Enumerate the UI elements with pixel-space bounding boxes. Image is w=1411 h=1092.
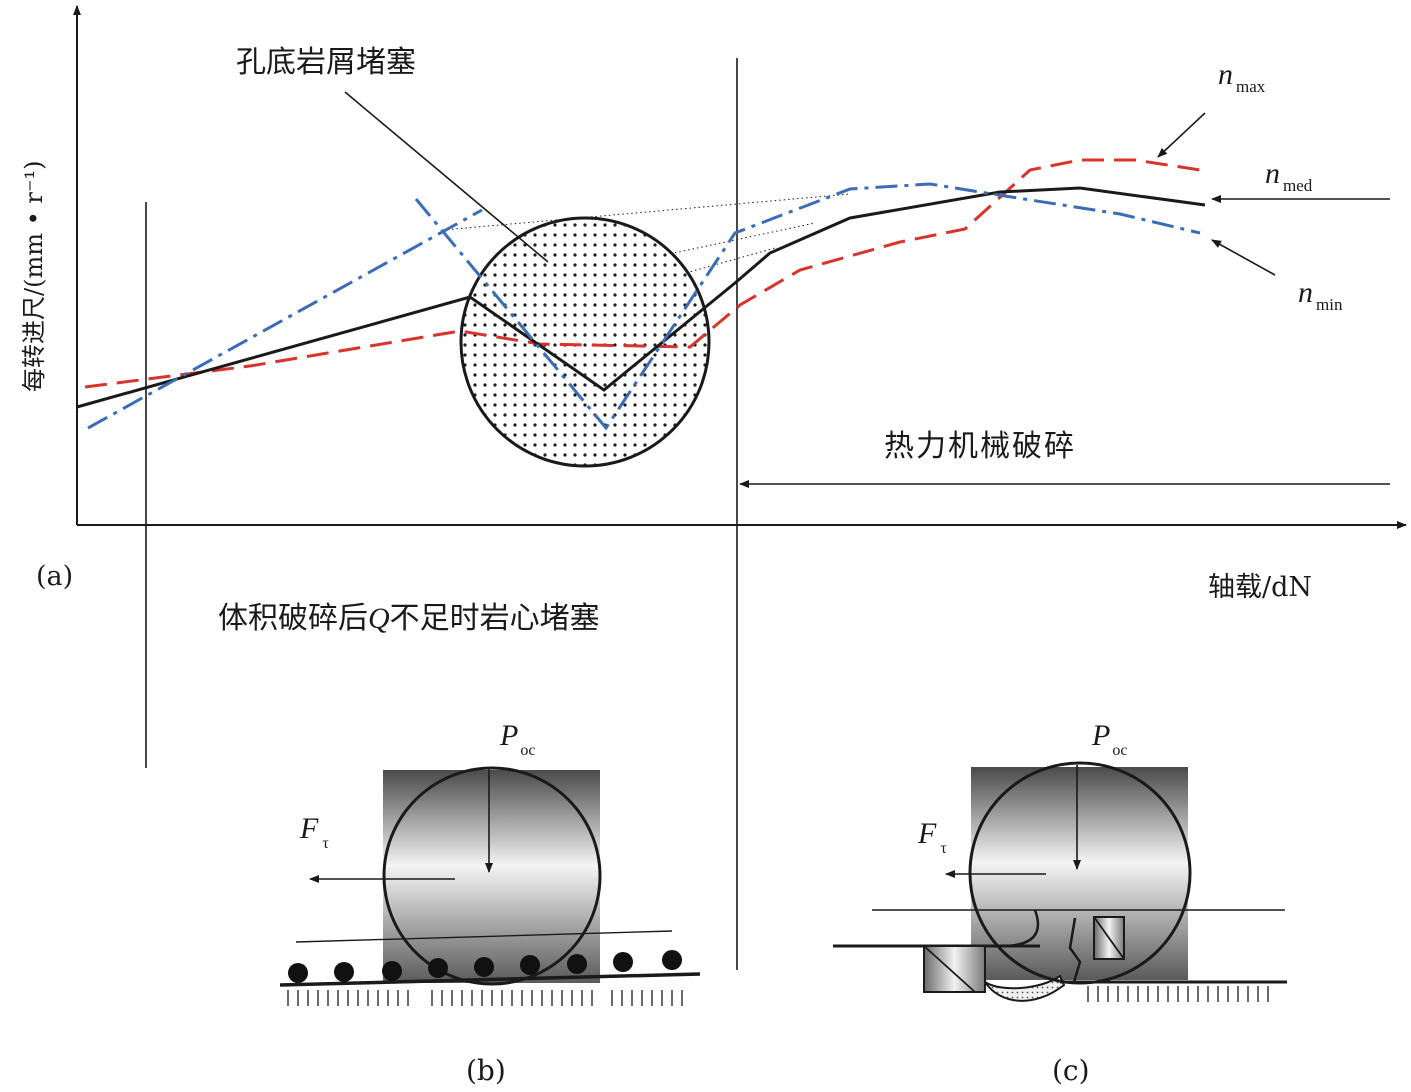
panel-b-label: (b) [466,1054,506,1087]
cut-line-b [295,930,673,943]
cuttings-leader-line [344,91,549,263]
curve-n-med [76,186,1206,409]
fracture-c [1068,917,1082,983]
cutter-block-b [383,770,600,983]
annotation-thermal: 热力机械破碎 [884,429,1076,464]
crack-c [1003,909,1040,948]
curve-n-max [84,158,1201,389]
annotation-volume-blockage: 体积破碎后Q不足时岩心堵塞 [218,601,600,636]
y-axis-label: 每转进尺/(mm • r⁻¹) [20,160,48,392]
roller-circle-b [382,766,602,986]
chip-diagonal-c [923,945,976,993]
panel-c-label: (c) [1052,1054,1090,1087]
chip-wedge-c [923,945,986,993]
rock-surface-b [279,972,701,987]
panel-a: 孔底岩屑堵塞 热力机械破碎 (a) 轴载/dN 每转进尺/(mm • r⁻¹) … [20,5,1407,970]
n-max-arrow [1157,112,1206,158]
cuttings-particles-b [288,950,682,983]
rock-hatching-c [1087,986,1269,1002]
x-axis-label: 轴载/dN [1208,572,1312,603]
n-min-arrow [1211,239,1276,276]
chip-block-diagonal-c [1093,916,1125,960]
annotation-bottom-hole: 孔底岩屑堵塞 [236,45,416,80]
curve-n-min-main [414,182,1201,431]
curve-n-min [87,208,483,430]
panel-a-label: (a) [36,561,73,592]
rock-hatching-b [287,990,683,1006]
cuttings-blockage-dots [459,216,711,468]
